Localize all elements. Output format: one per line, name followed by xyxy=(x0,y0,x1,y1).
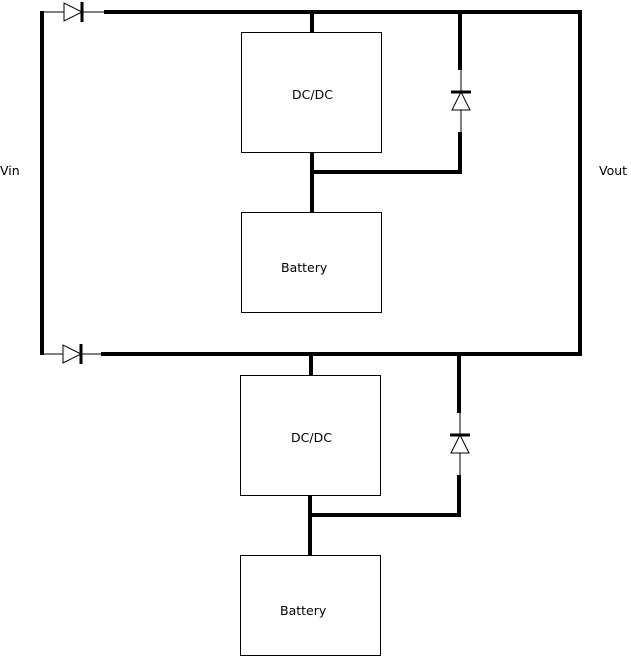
vin-label: Vin xyxy=(0,163,20,178)
module-bottom: DC/DC Battery xyxy=(240,354,470,656)
battery-label-bottom: Battery xyxy=(280,603,327,618)
input-diode-bottom xyxy=(62,344,101,364)
dcdc-label-bottom: DC/DC xyxy=(291,430,332,445)
vout-label: Vout xyxy=(599,163,627,178)
bypass-diode-top xyxy=(451,90,471,111)
bypass-diode-bottom xyxy=(450,433,470,454)
dcdc-converter-bottom xyxy=(240,375,381,496)
dcdc-label-top: DC/DC xyxy=(292,87,333,102)
output-rail xyxy=(101,10,582,356)
module-top: DC/DC Battery xyxy=(241,12,471,313)
battery-top xyxy=(241,212,382,313)
dcdc-converter-top xyxy=(241,32,382,153)
input-rail xyxy=(40,11,64,355)
battery-label-top: Battery xyxy=(281,260,328,275)
battery-bottom xyxy=(240,555,381,656)
input-diode-top xyxy=(63,2,104,22)
